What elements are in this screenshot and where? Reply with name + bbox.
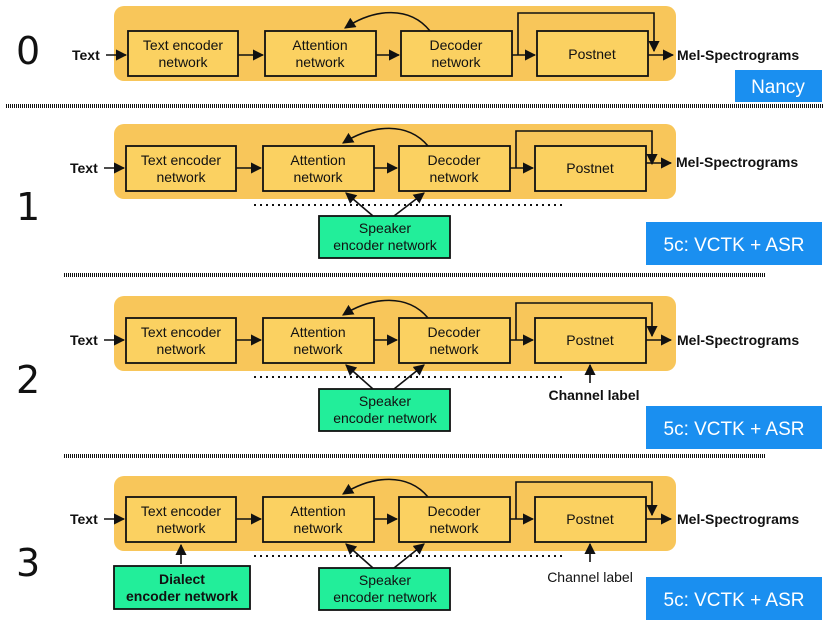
output-label: Mel-Spectrograms xyxy=(677,47,799,63)
decoder-box xyxy=(400,30,513,77)
skip-connection xyxy=(517,12,660,55)
speaker-encoder-box xyxy=(318,567,451,611)
text-encoder-box xyxy=(125,145,237,192)
feedback-arrow xyxy=(342,127,429,147)
row-number: 0 xyxy=(16,29,40,73)
postnet-label: Postnet xyxy=(566,332,614,348)
output-label: Mel-Spectrograms xyxy=(677,511,799,527)
channel-label: Channel label xyxy=(547,569,633,585)
feedback-arrow xyxy=(342,299,429,319)
text-encoder-box xyxy=(125,496,237,543)
postnet-label: Postnet xyxy=(566,160,614,176)
dataset-badge xyxy=(735,70,822,102)
postnet-box xyxy=(536,30,649,77)
dataset-badge xyxy=(646,577,822,620)
skip-connection xyxy=(515,302,658,340)
feedback-arrow xyxy=(342,478,429,498)
attention-box xyxy=(262,496,375,543)
row-number: 1 xyxy=(16,185,40,229)
dataset-badge-label: 5c: VCTK + ASR xyxy=(664,235,805,256)
postnet-box xyxy=(534,145,647,192)
dialect-encoder-box xyxy=(113,565,251,610)
row-number: 2 xyxy=(16,358,40,402)
postnet-box xyxy=(534,317,647,364)
dataset-badge-label: Nancy xyxy=(751,77,805,98)
pipeline-background xyxy=(114,6,676,81)
speaker-to-decoder-arrow xyxy=(393,364,425,390)
row-number: 3 xyxy=(16,541,40,585)
text-encoder-box xyxy=(127,30,239,77)
speaker-to-attention-arrow xyxy=(345,543,374,569)
dataset-badge-label: 5c: VCTK + ASR xyxy=(664,419,805,440)
dataset-badge xyxy=(646,222,822,265)
input-label: Text xyxy=(72,47,100,63)
attention-box xyxy=(264,30,377,77)
dataset-badge-label: 5c: VCTK + ASR xyxy=(664,590,805,611)
attention-box xyxy=(262,317,375,364)
channel-label: Channel label xyxy=(548,387,639,403)
feedback-arrow xyxy=(344,11,431,32)
speaker-encoder-box xyxy=(318,215,451,259)
input-label: Text xyxy=(70,332,98,348)
output-label: Mel-Spectrograms xyxy=(677,332,799,348)
postnet-label: Postnet xyxy=(568,46,616,62)
dataset-badge xyxy=(646,406,822,449)
input-label: Text xyxy=(70,160,98,176)
decoder-box xyxy=(398,496,511,543)
output-label: Mel-Spectrograms xyxy=(676,154,798,170)
speaker-to-decoder-arrow xyxy=(393,192,425,217)
speaker-to-attention-arrow xyxy=(345,364,374,390)
attention-box xyxy=(262,145,375,192)
text-encoder-box xyxy=(125,317,237,364)
skip-connection xyxy=(515,130,658,168)
speaker-to-attention-arrow xyxy=(345,192,374,217)
skip-connection xyxy=(515,481,658,519)
decoder-box xyxy=(398,317,511,364)
input-label: Text xyxy=(70,511,98,527)
decoder-box xyxy=(398,145,511,192)
speaker-encoder-box xyxy=(318,388,451,432)
speaker-to-decoder-arrow xyxy=(393,543,425,569)
postnet-label: Postnet xyxy=(566,511,614,527)
